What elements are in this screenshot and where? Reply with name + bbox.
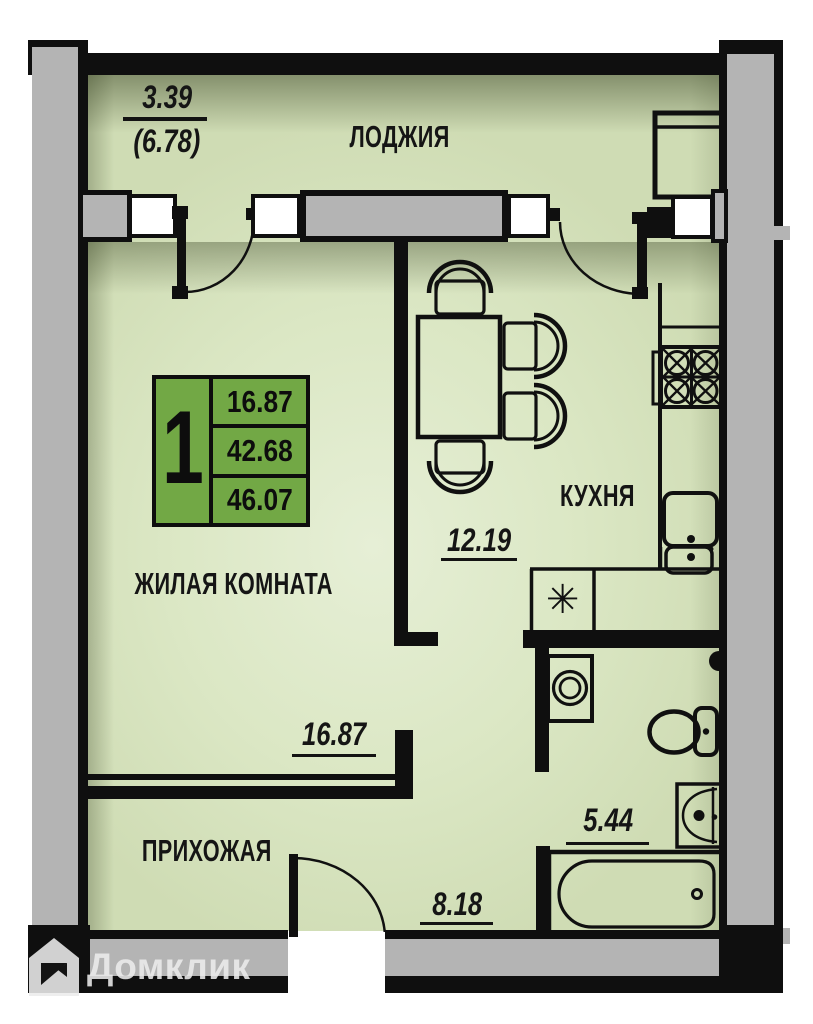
wall-hallway-return	[395, 730, 413, 788]
entrance-door-opening	[288, 932, 385, 993]
hallway-dim: 8.18	[432, 885, 482, 922]
loggia-label: ЛОДЖИЯ	[349, 119, 451, 154]
bathroom-dim-underline	[566, 842, 649, 845]
unit-rooms-count: 1	[156, 379, 213, 523]
balcony-door-swing-arc	[184, 218, 256, 294]
balcony-door-leaf	[177, 217, 186, 294]
window-kitchen-2	[671, 195, 714, 239]
wall-right-inner-edge	[719, 40, 728, 932]
kitchen-label: КУХНЯ	[559, 478, 635, 513]
wall-bottom-outer-edge	[28, 976, 783, 993]
loggia-dim-top: 3.39	[142, 78, 192, 115]
bathtub-icon	[546, 849, 726, 940]
wall-notch-right-upper	[774, 226, 790, 240]
stove-icon	[651, 345, 724, 409]
kitchen-dim-underline	[441, 558, 517, 561]
wall-corner-top-right	[719, 40, 783, 54]
domclick-house-icon	[29, 938, 79, 996]
bathroom-sink-icon	[675, 782, 725, 849]
wall-bathroom-left-upper	[535, 648, 549, 772]
kitchen-door-strike-block	[549, 208, 560, 221]
domclick-watermark-text: Домклик	[87, 946, 251, 987]
wall-right-outer-edge	[774, 40, 783, 993]
chair-right-2	[502, 382, 568, 450]
kitchen-door-end-block	[632, 287, 648, 299]
wall-hallway-thin-line	[88, 774, 413, 780]
entrance-door-swing-arc	[292, 856, 387, 938]
balcony-door-end-block	[172, 286, 188, 299]
balcony-door-hinge-block	[172, 206, 188, 219]
kitchen-counter	[529, 283, 727, 631]
utility-mark-icon: ✳	[545, 576, 580, 623]
unit-area-row: 16.87	[226, 383, 293, 419]
living-dim-underline	[292, 754, 376, 757]
loggia-wall-segment-right	[711, 189, 728, 243]
hallway-label: ПРИХОЖАЯ	[142, 833, 272, 868]
loggia-fraction-line	[123, 117, 207, 121]
wall-bottom-edge-left	[88, 930, 288, 939]
wall-right-gray	[727, 47, 774, 976]
wall-bottom-edge-right	[385, 930, 719, 939]
unit-areas: 16.87 42.68 46.07	[213, 379, 306, 523]
entrance-door-leaf	[289, 854, 298, 937]
chair-right-1	[502, 312, 568, 380]
wall-hallway	[88, 786, 413, 799]
wall-corner-bottom-right	[719, 925, 783, 993]
living-room-label: ЖИЛАЯ КОМНАТА	[134, 566, 334, 601]
chair-bottom	[426, 439, 494, 495]
window-unit-sill	[300, 190, 508, 242]
bathroom-dim: 5.44	[583, 801, 633, 838]
toilet-icon	[647, 706, 719, 757]
wall-bathroom-left-lower	[536, 846, 550, 938]
loggia-dim-bottom: (6.78)	[133, 122, 201, 159]
hallway-dim-underline	[420, 922, 493, 925]
kitchen-balcony-door-swing-arc	[558, 221, 642, 296]
unit-area-row: 46.07	[213, 473, 306, 523]
loggia-wall-stub	[647, 207, 672, 238]
kitchen-door-leaf	[637, 220, 647, 295]
wall-left-gray	[32, 47, 78, 940]
chair-top	[426, 259, 494, 316]
loggia-wall-segment-left	[78, 190, 132, 242]
living-dim: 16.87	[301, 715, 367, 752]
kitchen-sink-icon	[662, 491, 719, 575]
wall-bathroom-top	[523, 630, 727, 648]
dining-table	[415, 314, 503, 440]
domclick-watermark: Домклик	[28, 936, 251, 998]
wall-left-inner-edge	[78, 53, 88, 932]
unit-info-card: 1 16.87 42.68 46.07	[152, 375, 310, 527]
window-living-2	[251, 194, 301, 238]
washing-machine-icon	[546, 654, 594, 723]
window-kitchen-1	[507, 194, 550, 238]
unit-area-row: 42.68	[213, 424, 306, 473]
wall-living-kitchen	[394, 240, 408, 646]
wall-living-kitchen-foot	[394, 632, 438, 646]
window-living-1	[128, 194, 177, 238]
wall-top	[88, 53, 733, 75]
kitchen-dim: 12.19	[446, 521, 512, 558]
wall-bottom-gray	[30, 939, 774, 976]
